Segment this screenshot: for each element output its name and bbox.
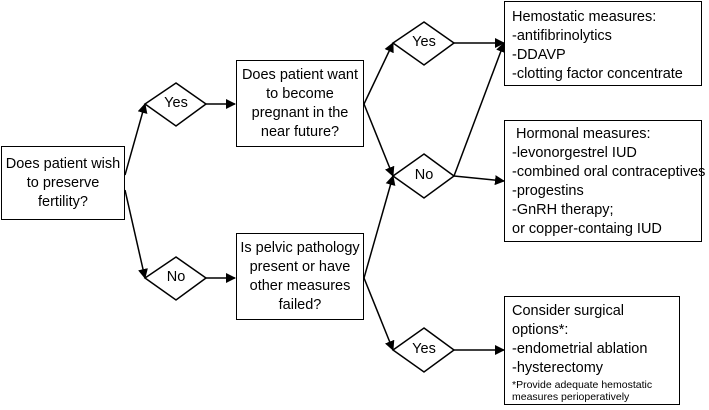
surgical-footnote-line: measures perioperatively — [512, 391, 630, 403]
node-text-line: Does patient wish — [5, 155, 121, 172]
node-hemostatic-measures: Hemostatic measures: -antifibrinolytics … — [504, 1, 702, 86]
node-hormonal-measures: Hormonal measures: -levonorgestrel IUD -… — [504, 120, 706, 242]
decision-label-no-fertility: No — [166, 269, 186, 285]
decision-diamond-no-fertility — [143, 256, 208, 301]
node-pelvic-pathology: Is pelvic pathology present or have othe… — [236, 233, 364, 320]
decision-label-yes-fertility: Yes — [164, 95, 188, 111]
edge-no-to-hemostatic — [453, 42, 506, 177]
node-text-line: Does patient want — [241, 66, 359, 83]
node-text-line: Is pelvic pathology — [240, 239, 360, 256]
node-text-line: pregnant in the — [251, 104, 349, 121]
node-text-line: Hemostatic measures: — [512, 9, 657, 25]
node-text-line: Consider surgical — [512, 303, 625, 319]
node-text-line: -combined oral contraceptives — [512, 164, 706, 180]
node-text-line: -hysterectomy — [512, 360, 604, 376]
node-want-pregnancy: Does patient want to become pregnant in … — [236, 60, 364, 147]
node-text-line: to become — [266, 85, 334, 102]
node-text-line: present or have — [249, 258, 351, 275]
edge-start-to-no — [124, 189, 148, 279]
node-preserve-fertility: Does patient wish to preserve fertility? — [1, 146, 125, 220]
node-surgical-options: Consider surgical options*: -endometrial… — [504, 296, 680, 405]
node-text-line: other measures — [249, 277, 351, 294]
node-text-line: options*: — [512, 322, 569, 338]
decision-label-yes-pregnant: Yes — [412, 34, 436, 50]
node-text-line: Hormonal measures: — [516, 126, 651, 142]
node-text-line: fertility? — [38, 193, 88, 210]
node-text-line: or copper-containg IUD — [512, 221, 662, 237]
decision-diamond-yes-fertility — [143, 82, 208, 127]
decision-label-yes-pelvic: Yes — [412, 341, 436, 357]
edge-pelvic-to-yes — [363, 277, 395, 351]
edge-pregnant-to-yes — [363, 42, 394, 105]
edge-start-to-yes — [124, 103, 148, 176]
node-text-line: -DDAVP — [512, 47, 566, 63]
node-text-line: to preserve — [26, 174, 100, 191]
edge-pelvic-to-no — [363, 175, 396, 279]
node-text-line: -GnRH therapy; — [512, 202, 614, 218]
node-text-line: near future? — [260, 123, 340, 140]
node-text-line: -progestins — [512, 183, 584, 199]
edge-pregnant-to-no — [363, 103, 395, 177]
decision-label-no-pregnant: No — [414, 167, 434, 183]
node-text-line: -antifibrinolytics — [512, 28, 612, 44]
decision-diamond-yes-pelvic — [391, 327, 456, 373]
surgical-footnote-line: *Provide adequate hemostatic — [512, 379, 653, 391]
node-text-line: -levonorgestrel IUD — [512, 145, 637, 161]
decision-diamond-no-pregnant — [391, 153, 456, 199]
node-text-line: -endometrial ablation — [512, 341, 648, 357]
decision-diamond-yes-pregnant — [391, 21, 456, 66]
node-text-line: -clotting factor concentrate — [512, 66, 683, 82]
node-text-line: failed? — [278, 296, 322, 313]
edge-no-to-hormonal — [453, 175, 505, 186]
